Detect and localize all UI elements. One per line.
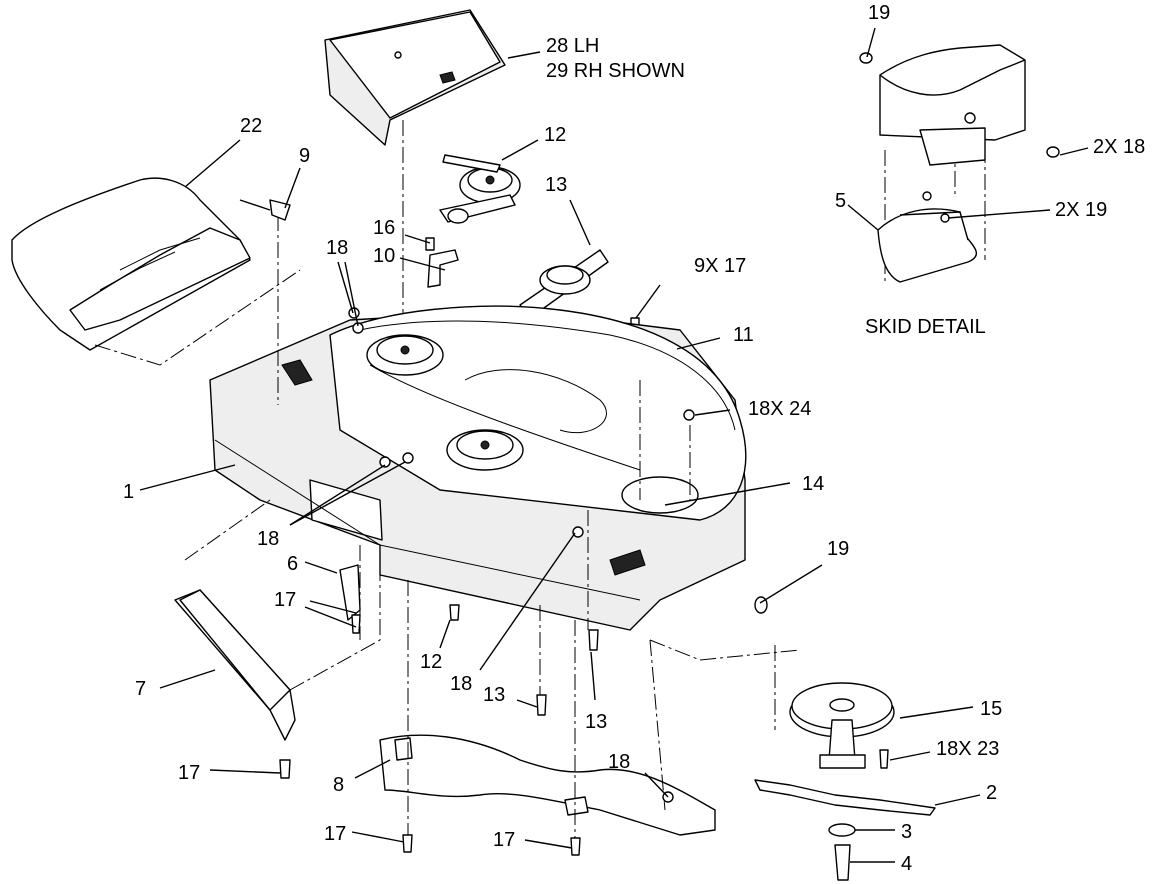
callout-16: 16 — [373, 217, 395, 239]
idler-arm-assembly — [519, 249, 609, 329]
skid-detail-caption: SKID DETAIL — [865, 316, 986, 338]
callout-12-idler: 12 — [544, 124, 566, 146]
callout-2: 2 — [986, 782, 997, 804]
callout-13-bolt-left: 13 — [483, 684, 505, 706]
callout-15: 15 — [980, 698, 1002, 720]
spindle-blade-assembly — [649, 639, 936, 881]
hardware-bolts — [239, 199, 889, 856]
mower-deck — [209, 305, 747, 631]
callout-13-arm: 13 — [545, 174, 567, 196]
callout-14: 14 — [802, 473, 824, 495]
callout-17-bottom-right: 17 — [493, 829, 515, 851]
idler-pulley-assembly — [439, 154, 521, 224]
callout-18x24: 18X 24 — [748, 398, 811, 420]
bracket-10 — [425, 237, 459, 288]
callout-10: 10 — [373, 245, 395, 267]
callout-18-bottom: 18 — [608, 751, 630, 773]
callout-6: 6 — [287, 553, 298, 575]
callout-4: 4 — [901, 853, 912, 875]
belt-cover — [324, 9, 506, 335]
callout-19-right: 19 — [827, 538, 849, 560]
callout-18-top: 18 — [326, 237, 348, 259]
callout-28-lh: 28 LH — [546, 35, 599, 57]
callout-9x17: 9X 17 — [694, 255, 746, 277]
callout-2x19: 2X 19 — [1055, 199, 1107, 221]
callout-17-bottom-left: 17 — [178, 762, 200, 784]
callout-19-top: 19 — [868, 2, 890, 24]
callout-17-bottom-center: 17 — [324, 823, 346, 845]
callout-2x18: 2X 18 — [1093, 136, 1145, 158]
callout-8: 8 — [333, 774, 344, 796]
callout-3: 3 — [901, 821, 912, 843]
callout-18x23: 18X 23 — [936, 738, 999, 760]
callout-18-lower: 18 — [450, 673, 472, 695]
callout-22: 22 — [240, 115, 262, 137]
callout-5: 5 — [835, 190, 846, 212]
leader-lines — [139, 27, 1089, 863]
baffle-assembly — [11, 177, 301, 366]
callout-labels: 28 LH 29 RH SHOWN 22 9 12 13 16 10 18 9X… — [123, 2, 1145, 875]
left-skid-bracket — [174, 499, 381, 741]
callout-17-left: 17 — [274, 589, 296, 611]
callout-29-rh-shown: 29 RH SHOWN — [546, 60, 685, 82]
callout-18-mid: 18 — [257, 528, 279, 550]
callout-12-bolt: 12 — [420, 651, 442, 673]
front-deflector-8 — [379, 734, 716, 836]
callout-1: 1 — [123, 481, 134, 503]
skid-detail-assembly — [859, 44, 1060, 285]
callout-13-bolt-right: 13 — [585, 711, 607, 733]
callout-7: 7 — [135, 678, 146, 700]
callout-9: 9 — [299, 145, 310, 167]
callout-11: 11 — [733, 324, 754, 346]
